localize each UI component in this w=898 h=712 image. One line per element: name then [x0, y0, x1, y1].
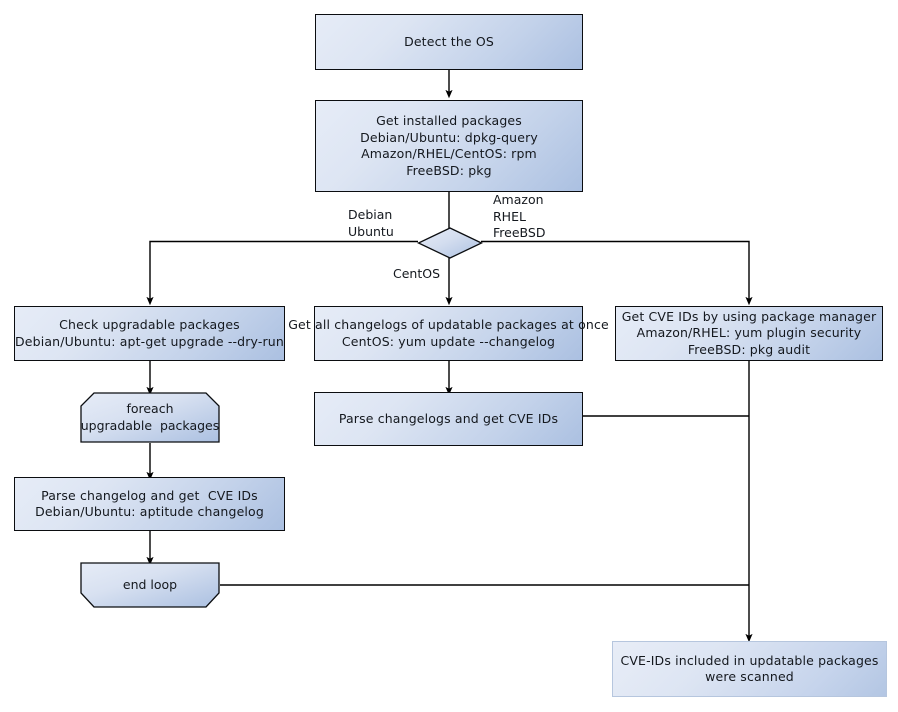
- node-cve-ids-scanned[interactable]: CVE-IDs included in updatable packages w…: [612, 641, 887, 697]
- node-foreach-upgradable-packages[interactable]: foreach upgradable packages: [80, 392, 220, 443]
- node-detect-the-os[interactable]: Detect the OS: [315, 14, 583, 70]
- edge-label-right-branch: Amazon RHEL FreeBSD: [493, 192, 546, 240]
- node-get-installed-packages[interactable]: Get installed packages Debian/Ubuntu: dp…: [315, 100, 583, 192]
- node-end-loop[interactable]: end loop: [80, 562, 220, 608]
- node-foreach-label: foreach upgradable packages: [80, 401, 220, 433]
- edge-label-down-branch: CentOS: [393, 266, 441, 281]
- node-parse-changelogs-cve-ids[interactable]: Parse changelogs and get CVE IDs: [314, 392, 583, 446]
- edge-decision-right: [481, 240, 753, 306]
- decision-diamond-icon: [416, 227, 484, 259]
- loop-start-shape-icon: [80, 392, 220, 443]
- node-get-all-changelogs[interactable]: Get all changelogs of updatable packages…: [288, 306, 609, 361]
- node-parse-changelog-cve-ids[interactable]: Parse changelog and get CVE IDs Debian/U…: [14, 477, 285, 531]
- edge-label-left-branch: Debian Ubuntu: [348, 207, 394, 239]
- node-check-upgradable-packages[interactable]: Check upgradable packages Debian/Ubuntu:…: [14, 306, 285, 361]
- node-end-loop-label: end loop: [122, 576, 178, 592]
- edge-decision-left: [146, 240, 418, 306]
- loop-end-shape-icon: [80, 562, 220, 608]
- node-os-decision[interactable]: [416, 227, 484, 259]
- node-get-cve-ids-package-manager[interactable]: Get CVE IDs by using package manager Ama…: [615, 306, 883, 361]
